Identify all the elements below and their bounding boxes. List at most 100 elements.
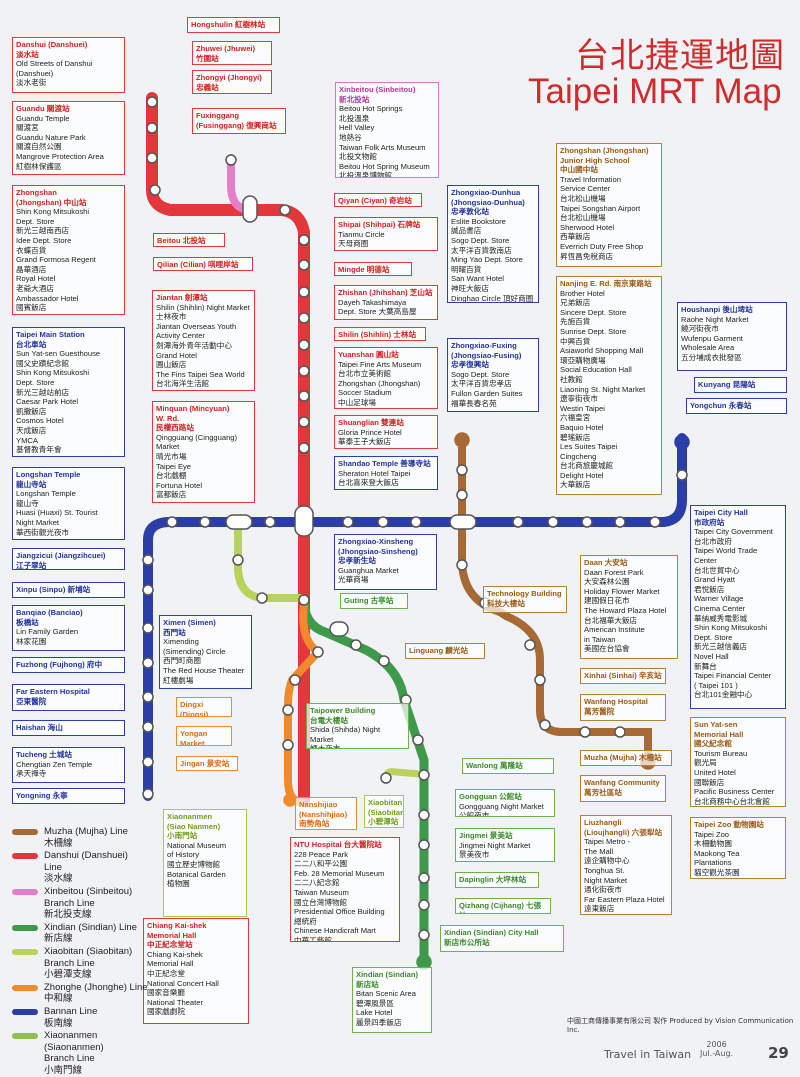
legend-entry: Xinbeitou (Sinbeitou) Branch Line 新北投支線: [8, 886, 148, 921]
station-name: Yuanshan 圓山站: [338, 350, 399, 359]
station-dot: [232, 554, 244, 566]
station-name: Houshanpi 後山埤站: [681, 305, 753, 314]
station-attractions: Ximending (Simending) Circle 西門町商圈 The R…: [163, 637, 245, 685]
station-attractions: Tianmu Circle 天母商圈: [338, 229, 385, 249]
station-dot: [142, 584, 154, 596]
station-name: Jingmei 景美站: [459, 831, 513, 840]
station-dot: [298, 286, 310, 298]
interchange-marker: [242, 195, 258, 223]
station-attractions: Qingguang (Cingguang) Market 晴光市場 Taipei…: [156, 432, 238, 500]
station-attractions: Old Streets of Danshui (Danshuei) 淡水老街: [16, 59, 93, 88]
interchange-marker: [449, 514, 477, 530]
station-dot: [418, 929, 430, 941]
station-info-box: Muzha (Mujha) 木柵站: [580, 750, 672, 766]
station-dot: [298, 594, 310, 606]
station-dot: [524, 639, 536, 651]
station-dot: [146, 152, 158, 164]
station-name: Mingde 明德站: [338, 265, 390, 274]
station-name: Beitou 北投站: [157, 236, 206, 245]
station-name: Zhongyi (Jhongyi) 忠義站: [196, 73, 262, 92]
station-name: Xiaonanmen (Siao Nanmen) 小南門站: [167, 812, 221, 841]
legend-label: Danshui (Danshuei) Line 淡水線: [44, 850, 128, 885]
station-dot: [539, 719, 551, 731]
station-dot: [377, 516, 389, 528]
station-dot: [199, 516, 211, 528]
interchange-marker: [225, 514, 253, 530]
legend-swatch: [12, 1033, 38, 1040]
station-attractions: Sun Yat-sen Guesthouse 國父史蹟紀念館 Shin Kong…: [16, 349, 101, 455]
station-info-box: Dapinglin 大坪林站: [455, 872, 539, 888]
station-name: Taipei City Hall 市政府站: [694, 508, 748, 527]
station-dot: [456, 464, 468, 476]
legend-entry: Bannan Line 板南線: [8, 1006, 148, 1029]
station-info-box: Jingan 景安站: [176, 756, 238, 771]
station-dot: [256, 592, 268, 604]
legend-swatch: [12, 829, 38, 835]
station-attractions: 228 Peace Park 二二八和平公園 Feb. 28 Memorial …: [294, 849, 385, 942]
station-dot: [298, 259, 310, 271]
station-dot: [534, 674, 546, 686]
station-attractions: Jingmei Night Market 景美夜市: [459, 840, 531, 860]
station-info-box: Kunyang 昆陽站: [694, 377, 787, 393]
station-name: Technology Building 科技大樓站: [487, 589, 562, 608]
station-dot: [146, 96, 158, 108]
station-dot: [579, 726, 591, 738]
station-dot: [674, 434, 690, 450]
station-attractions: Beitou Hot Springs 北投溫泉 Hell Valley 地熱谷 …: [339, 104, 430, 178]
station-dot: [298, 339, 310, 351]
station-attractions: Shilin (Shihlin) Night Market 士林夜市 Jiant…: [156, 302, 250, 389]
station-name: Dapinglin 大坪林站: [459, 875, 527, 884]
station-dot: [649, 516, 661, 528]
station-dot: [418, 899, 430, 911]
map-title-english: Taipei MRT Map: [528, 72, 782, 111]
station-name: Yongan Market 永安市場站: [180, 729, 208, 746]
station-attractions: Gloria Prince Hotel 華泰王子大飯店: [338, 427, 402, 447]
station-name: Dingxi (Dingsi) 頂溪站: [180, 700, 209, 717]
station-name: Sun Yat-sen Memorial Hall 國父紀念館: [694, 720, 744, 749]
legend-swatch: [12, 984, 38, 991]
station-name: Muzha (Mujha) 木柵站: [584, 753, 662, 762]
station-name: Qizhang (Cijhang) 七張站: [459, 901, 542, 913]
legend-label: Muzha (Mujha) Line 木柵線: [44, 826, 128, 849]
legend-entry: Xiaonanmen (Siaonanmen) Branch Line 小南門線: [8, 1030, 148, 1076]
station-attractions: Dayeh Takashimaya Dept. Store 大葉高島屋: [338, 297, 417, 317]
station-info-box: Zhongxiao-Fuxing (Jhongsiao-Fusing) 忠孝復興…: [447, 338, 539, 412]
station-dot: [146, 122, 158, 134]
station-dot: [279, 204, 291, 216]
station-info-box: Qiyan (Ciyan) 奇岩站: [334, 193, 422, 207]
station-name: Zhongshan (Jhongshan) Junior High School…: [560, 146, 649, 175]
station-name: Guandu 關渡站: [16, 104, 70, 113]
legend-swatch: [12, 1008, 38, 1015]
station-dot: [581, 516, 593, 528]
station-attractions: Shida (Shihda) Night Market 師大夜市: [310, 725, 381, 749]
station-info-box: Zhongxiao-Dunhua (Jhongsiao-Dunhua) 忠孝敦化…: [447, 185, 539, 303]
station-dot: [298, 442, 310, 454]
station-name: Nanshijiao (Nanshihjiao) 南勢角站: [299, 800, 348, 829]
station-name: Qiyan (Ciyan) 奇岩站: [338, 196, 412, 205]
station-name: Haishan 海山: [16, 723, 63, 732]
legend-swatch: [12, 853, 38, 860]
station-info-box: Technology Building 科技大樓站: [483, 586, 567, 613]
station-name: Shuanglian 雙連站: [338, 418, 404, 427]
station-dot: [614, 726, 626, 738]
station-attractions: Taipei Fine Arts Museum 台北市立美術館 Zhongsha…: [338, 359, 422, 407]
station-attractions: Guandu Temple 關渡宮 Guandu Nature Park 關渡自…: [16, 113, 104, 171]
station-dot: [312, 646, 324, 658]
station-name: Minquan (Mincyuan) W. Rd. 民權西路站: [156, 404, 230, 433]
station-dot: [298, 312, 310, 324]
station-attractions: Eslite Bookstore 誠品書店 Sogo Dept. Store 太…: [451, 216, 534, 303]
station-name: Hongshulin 紅樹林站: [191, 20, 266, 29]
station-dot: [264, 516, 276, 528]
station-attractions: Guanghua Market 光華商場: [338, 565, 399, 585]
station-attractions: Travel Information Service Center 台北松山機場…: [560, 174, 644, 261]
page-number: 29: [768, 1044, 789, 1062]
station-dot: [418, 839, 430, 851]
